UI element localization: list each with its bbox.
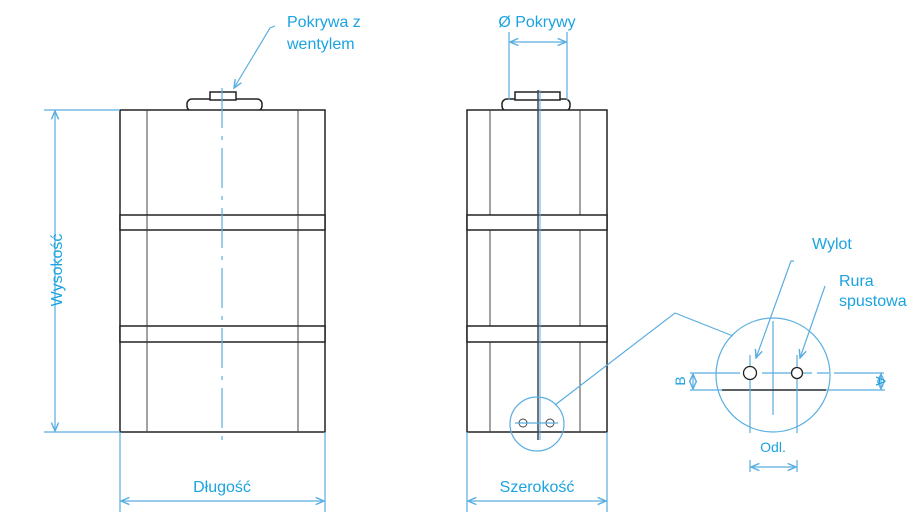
lid-diameter-label: Ø Pokrywy: [498, 14, 575, 31]
front-view-tank: [119, 88, 326, 445]
height-dimension: Wysokość: [44, 109, 120, 433]
length-dimension: Długość: [119, 432, 326, 512]
drain-label-2: spustowa: [839, 293, 907, 310]
drain-hole: [790, 366, 804, 380]
outlet-leader: [756, 260, 794, 358]
outlet-label: Wylot: [812, 236, 852, 253]
drain-leader: [800, 285, 826, 358]
lid-label-2: wentylem: [286, 36, 355, 53]
width-dimension: Szerokość: [466, 432, 608, 512]
lid-label: Pokrywa z: [287, 14, 361, 31]
spacing-label: Odl.: [760, 439, 786, 455]
side-view-tank: [466, 90, 608, 452]
length-label: Długość: [193, 479, 251, 496]
outlet-detail: B A Odl.: [672, 317, 889, 472]
detail-marker: [509, 396, 565, 452]
height-label: Wysokość: [49, 234, 66, 307]
lid-diameter-dimension: Ø Pokrywy: [498, 14, 576, 100]
width-label: Szerokość: [500, 479, 575, 496]
outlet-hole: [742, 365, 758, 381]
vent-cap: [209, 91, 237, 101]
drain-label: Rura: [839, 273, 874, 290]
detail-leader: [554, 312, 734, 406]
dim-b-label: B: [672, 376, 688, 385]
lid: [186, 98, 263, 112]
lid-leader: [234, 25, 276, 88]
dim-a-label: A: [873, 376, 889, 386]
